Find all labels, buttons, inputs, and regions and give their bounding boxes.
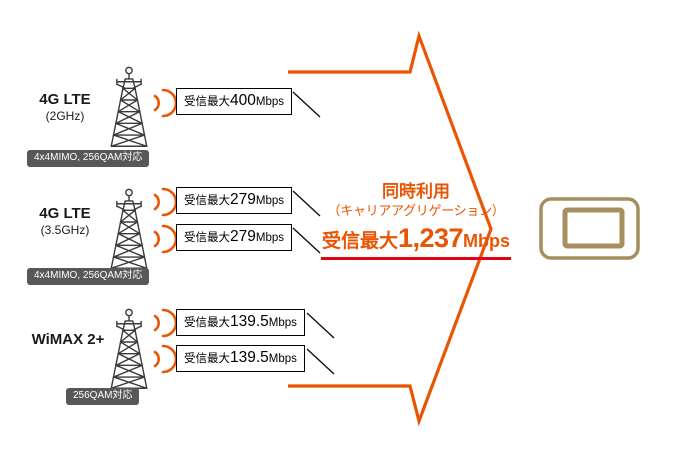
speed-prefix: 受信最大 xyxy=(184,317,230,329)
signal-waves-icon xyxy=(153,187,177,217)
connector-line xyxy=(306,312,335,339)
device-screen xyxy=(562,207,625,249)
network-name: 4G LTE xyxy=(39,91,91,108)
speed-value: 139.5 xyxy=(230,313,269,330)
network-frequency: (3.5GHz) xyxy=(40,223,90,237)
connector-line xyxy=(306,348,335,375)
signal-waves-icon xyxy=(153,224,177,254)
aggregation-speed: 受信最大1,237Mbps xyxy=(320,222,512,261)
aggregation-text: 同時利用 （キャリアアグリゲーション） 受信最大1,237Mbps xyxy=(298,181,534,261)
speed-prefix: 受信最大 xyxy=(184,232,230,244)
speed-value: 279 xyxy=(230,191,256,208)
speed-box: 受信最大279Mbps xyxy=(176,187,292,214)
speed-value: 400 xyxy=(230,92,256,109)
speed-unit: Mbps xyxy=(255,96,284,108)
speed-value: 279 xyxy=(230,228,256,245)
network-label: 4G LTE (2GHz) xyxy=(22,91,108,123)
speed-unit: Mbps xyxy=(255,195,284,207)
cell-tower-icon xyxy=(110,308,148,389)
mobile-router-icon xyxy=(539,197,640,260)
speed-box: 受信最大279Mbps xyxy=(176,224,292,251)
speed-prefix: 受信最大 xyxy=(184,353,230,365)
cell-tower-icon xyxy=(110,66,148,147)
signal-waves-icon xyxy=(153,344,177,374)
cell-tower-icon xyxy=(110,188,148,269)
speed-box: 受信最大400Mbps xyxy=(176,88,292,115)
spec-badge: 256QAM対応 xyxy=(66,388,140,405)
speed-value: 139.5 xyxy=(230,349,269,366)
signal-waves-icon xyxy=(153,88,177,118)
aggregation-title: 同時利用 xyxy=(382,182,450,201)
speed-unit: Mbps xyxy=(268,353,297,365)
speed-prefix: 受信最大 xyxy=(184,96,230,108)
network-frequency: (2GHz) xyxy=(45,109,85,123)
speed-unit: Mbps xyxy=(255,232,284,244)
speed-box: 受信最大139.5Mbps xyxy=(176,309,305,336)
aggregation-speed-unit: Mbps xyxy=(463,230,511,251)
aggregation-speed-prefix: 受信最大 xyxy=(321,230,398,252)
aggregation-speed-value: 1,237 xyxy=(397,222,464,253)
network-label: 4G LTE (3.5GHz) xyxy=(22,205,108,237)
spec-badge: 4x4MIMO, 256QAM対応 xyxy=(27,150,150,167)
spec-badge: 4x4MIMO, 256QAM対応 xyxy=(27,268,150,285)
aggregation-subtitle: （キャリアアグリゲーション） xyxy=(327,203,505,219)
network-name: 4G LTE xyxy=(39,205,91,222)
speed-box: 受信最大139.5Mbps xyxy=(176,345,305,372)
network-label: WiMAX 2+ xyxy=(16,331,120,348)
speed-prefix: 受信最大 xyxy=(184,195,230,207)
network-name: WiMAX 2+ xyxy=(31,331,105,348)
signal-waves-icon xyxy=(153,308,177,338)
connector-line xyxy=(292,91,321,118)
speed-unit: Mbps xyxy=(268,317,297,329)
